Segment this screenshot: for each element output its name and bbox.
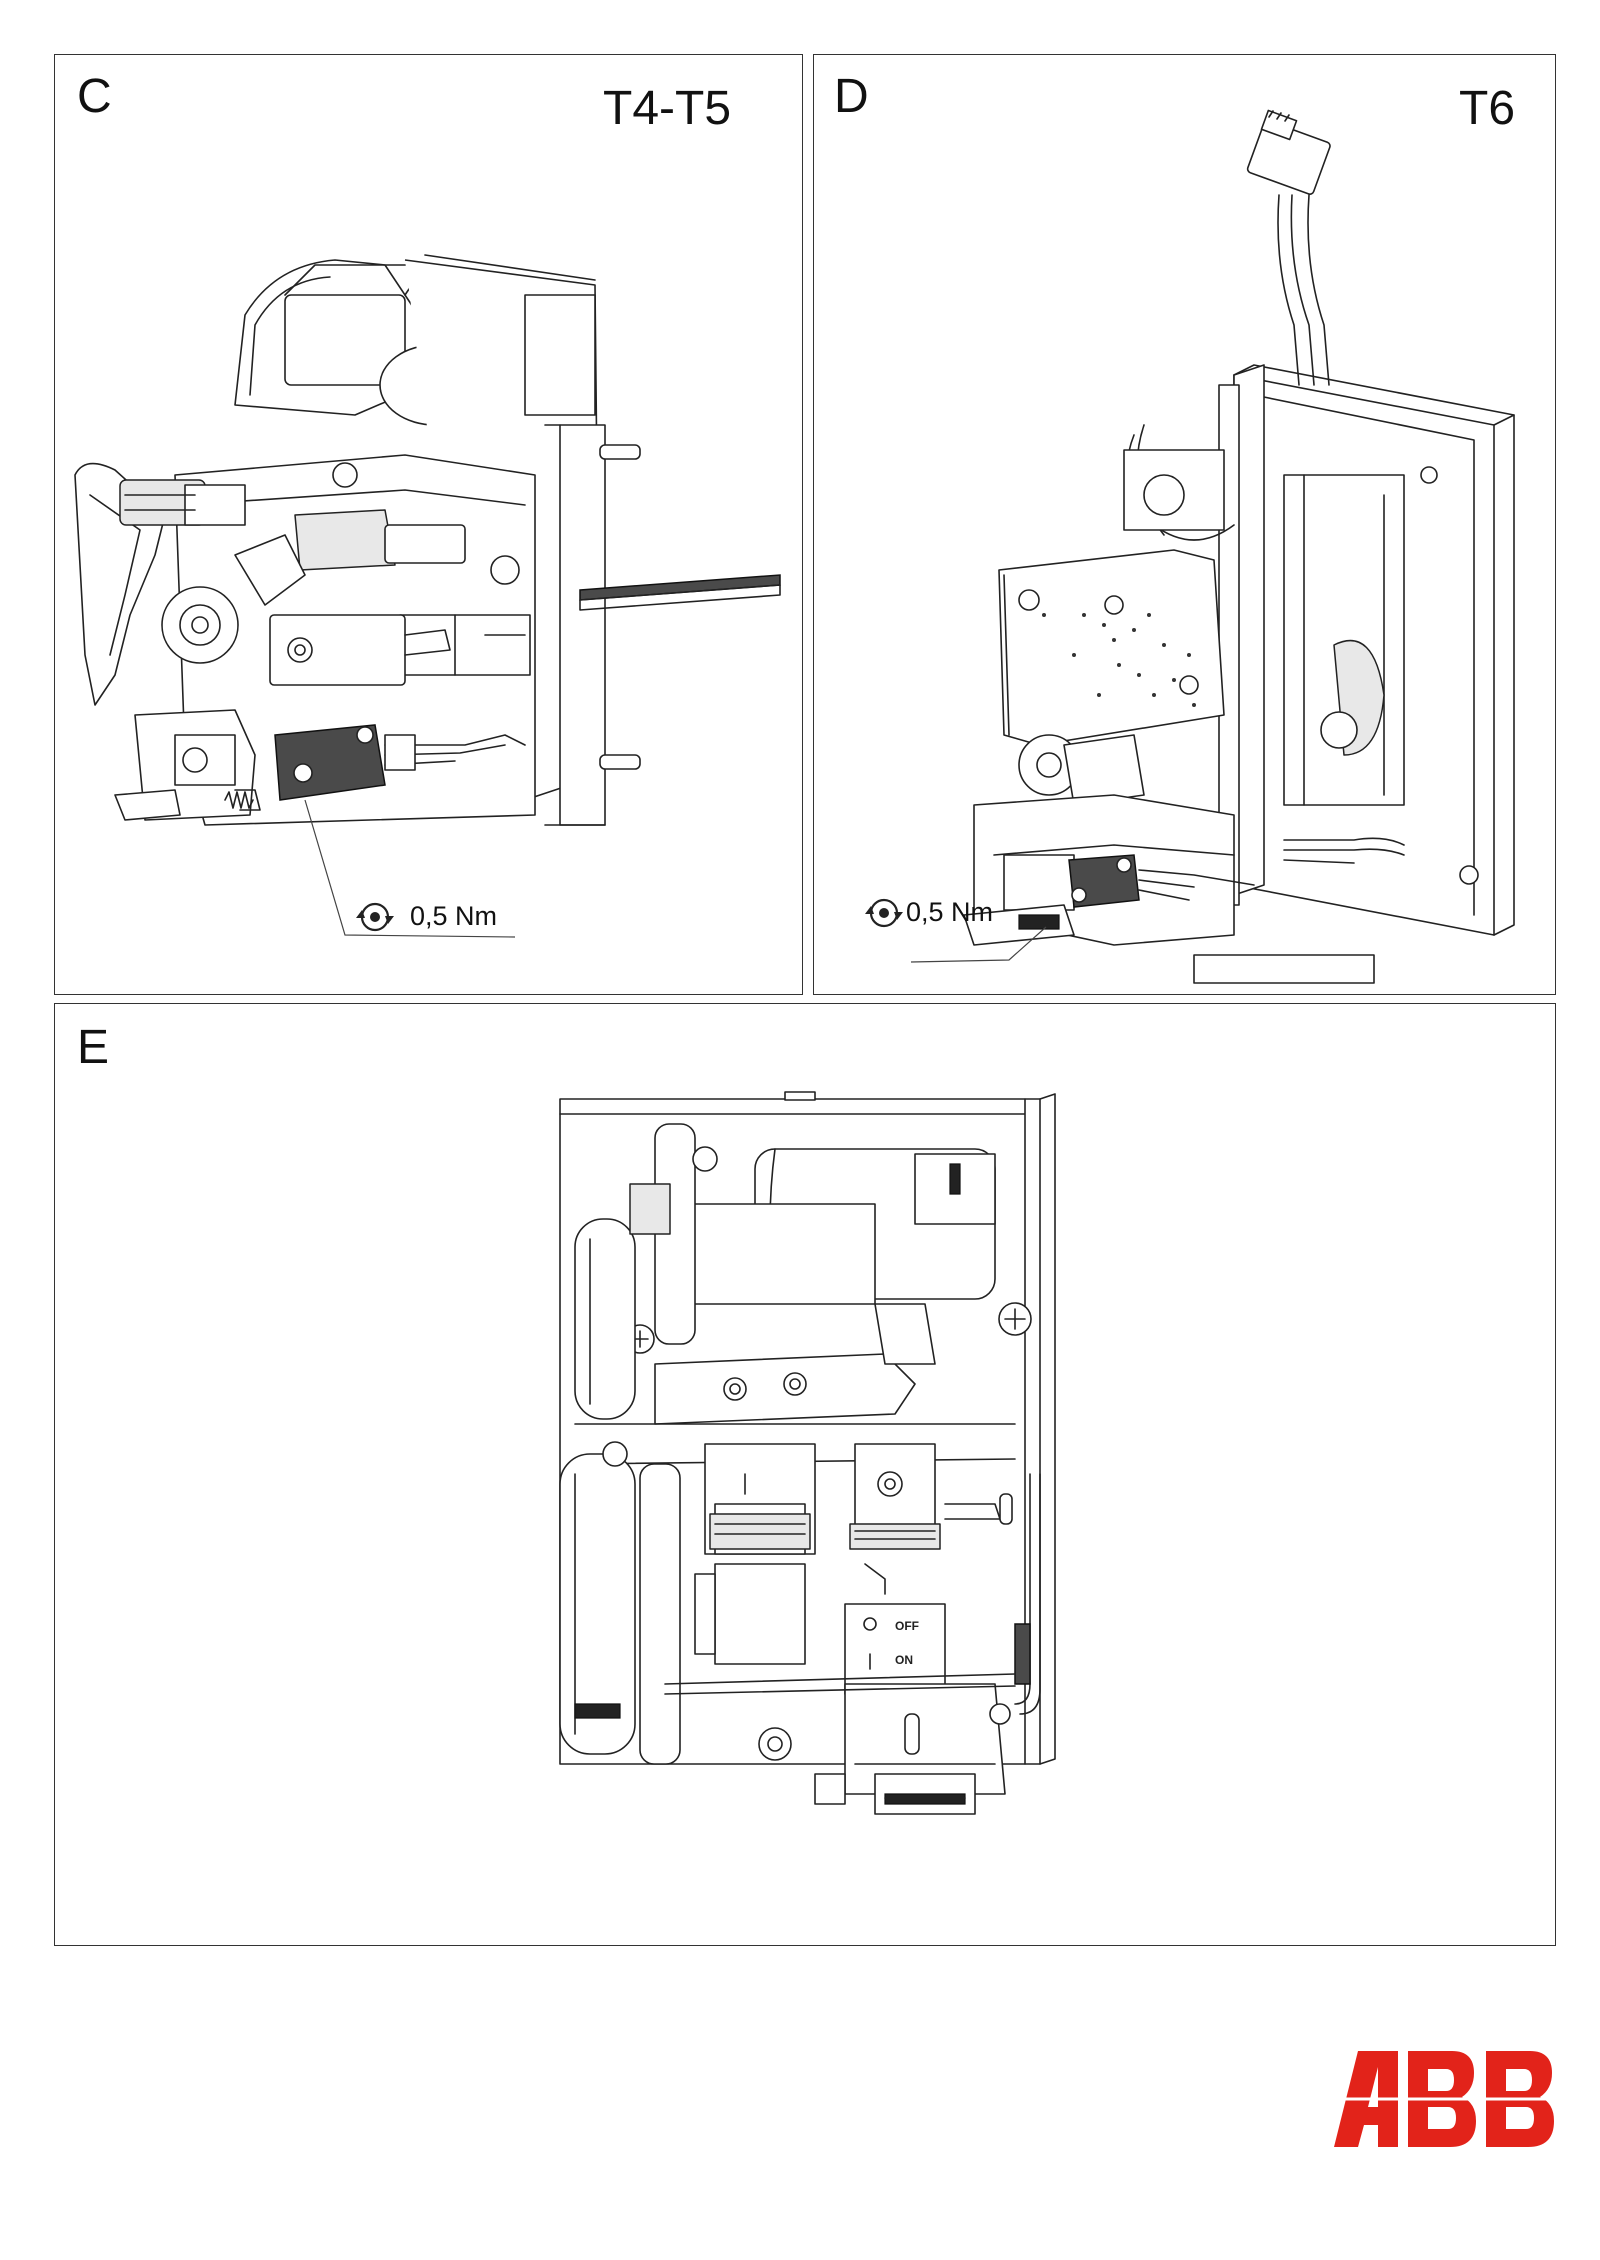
switch-on-label: ON — [895, 1653, 913, 1667]
model-label: T4-T5 — [603, 82, 732, 135]
panel-letter: D — [834, 70, 869, 123]
panel-letter: E — [77, 1021, 110, 1074]
panel-c: C T4-T5 — [54, 54, 803, 995]
torque-label: 0,5 Nm — [906, 897, 994, 927]
panel-letter: C — [77, 70, 112, 123]
switch-off-label: OFF — [895, 1619, 919, 1633]
abb-logo — [1334, 2051, 1554, 2147]
tightening-torque-icon — [865, 900, 903, 926]
panel-e: E — [54, 1003, 1556, 1946]
torque-label: 0,5 Nm — [410, 901, 498, 931]
panel-d: D T6 — [813, 54, 1556, 995]
mechanism-drawing-t4-t5 — [55, 55, 804, 996]
mechanism-drawing-t6 — [865, 55, 1557, 996]
mechanism-drawing-front: OFF ON — [55, 1004, 1557, 1947]
tightening-torque-icon — [356, 904, 394, 930]
model-label: T6 — [1459, 82, 1516, 135]
